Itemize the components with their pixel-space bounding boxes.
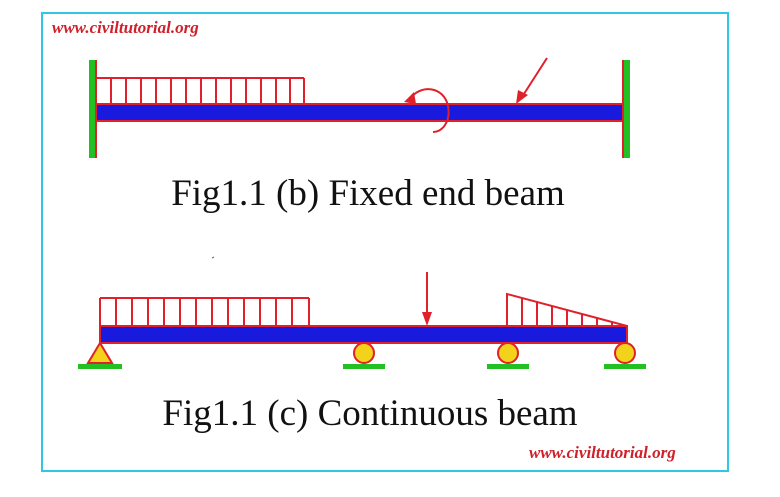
caption-continuous-beam: Fig1.1 (c) Continuous beam xyxy=(162,393,578,434)
watermark-bottom: www.civiltutorial.org xyxy=(529,443,676,462)
fixed-beam-body xyxy=(95,103,624,122)
uniform-distributed-load xyxy=(96,77,305,104)
continuous-beam xyxy=(78,272,646,369)
pin-support xyxy=(78,341,122,369)
left-fixed-support xyxy=(89,60,97,158)
roller-support-2 xyxy=(487,342,529,369)
fixed-end-beam xyxy=(89,57,630,158)
vertical-point-load xyxy=(422,272,432,326)
caption-fixed-end-beam: Fig1.1 (b) Fixed end beam xyxy=(171,173,565,214)
watermark-top: www.civiltutorial.org xyxy=(52,18,199,37)
roller-support-1 xyxy=(343,342,385,369)
triangular-distributed-load xyxy=(506,292,628,327)
continuous-beam-body xyxy=(99,325,628,344)
uniform-distributed-load-c xyxy=(99,297,310,326)
applied-moment xyxy=(404,88,450,133)
right-fixed-support xyxy=(622,60,630,158)
roller-support-3 xyxy=(604,342,646,369)
inclined-point-load xyxy=(516,57,548,104)
